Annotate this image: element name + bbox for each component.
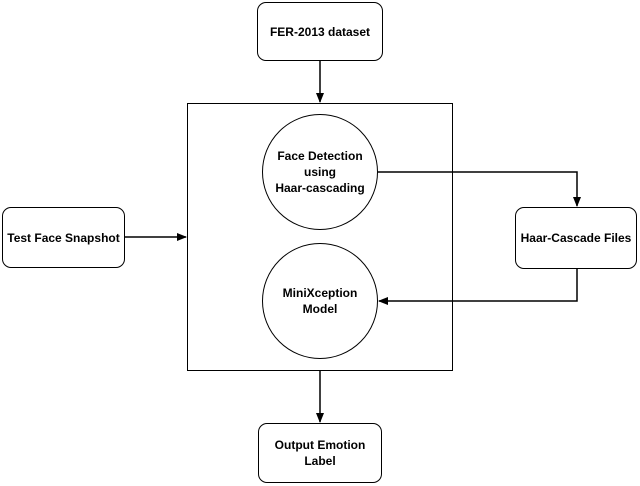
output-line-1: Output Emotion	[274, 438, 366, 452]
minixception-model-text: MiniXception Model	[283, 285, 358, 317]
haar-cascade-files-node: Haar-Cascade Files	[515, 207, 637, 269]
face-detection-line-2: using	[304, 165, 336, 179]
haar-cascade-files-label: Haar-Cascade Files	[520, 231, 632, 245]
face-detection-line-1: Face Detection	[277, 149, 363, 163]
fer2013-dataset-node: FER-2013 dataset	[257, 2, 383, 61]
minixception-model-node: MiniXception Model	[262, 243, 378, 359]
fer2013-dataset-label: FER-2013 dataset	[269, 24, 371, 39]
minixception-line-2: Model	[302, 302, 338, 316]
face-detection-node: Face Detection using Haar-cascading	[262, 114, 378, 230]
face-detection-text: Face Detection using Haar-cascading	[275, 148, 364, 196]
face-detection-line-3: Haar-cascading	[275, 181, 365, 195]
output-emotion-label-text: Output Emotion Label	[275, 437, 366, 469]
test-face-snapshot-label: Test Face Snapshot	[7, 230, 120, 245]
output-emotion-label-node: Output Emotion Label	[258, 423, 382, 483]
output-line-2: Label	[304, 454, 336, 468]
minixception-line-1: MiniXception	[282, 286, 358, 300]
test-face-snapshot-node: Test Face Snapshot	[2, 207, 125, 268]
